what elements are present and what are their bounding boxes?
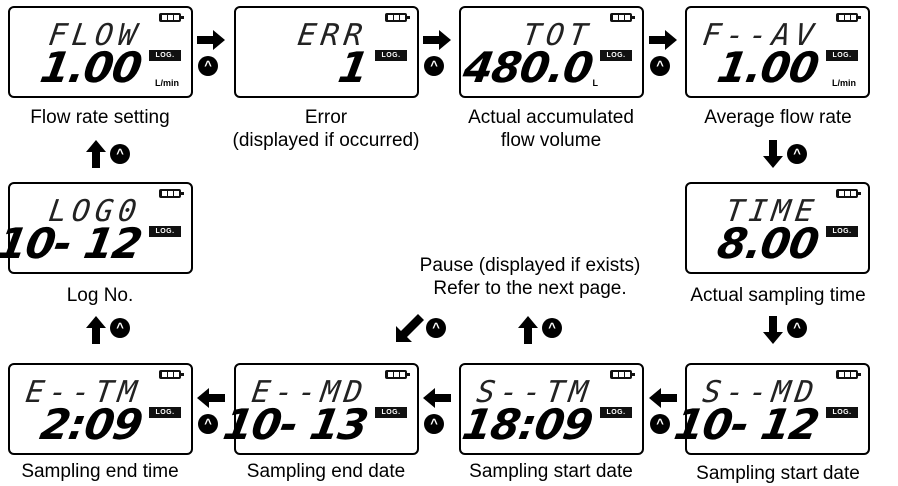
lcd-bottom-value: 2:09 (36, 400, 146, 449)
lcd-bottom-value: 10- 13 (219, 400, 372, 449)
lcd-bottom-value: 1.00 (37, 43, 146, 92)
up-button-icon: ^ (650, 414, 670, 434)
log-indicator: LOG. (149, 50, 181, 61)
battery-icon (159, 370, 184, 379)
up-button-icon: ^ (426, 318, 446, 338)
lcd-unit: L (592, 78, 599, 88)
lcd-bottom-value: 18:09 (458, 400, 597, 449)
up-button-icon: ^ (198, 414, 218, 434)
lcd-start-time: S--TM LOG. 18:09 (459, 363, 644, 455)
arrow-left-icon (197, 388, 225, 408)
label-end-time: Sampling end time (21, 461, 179, 482)
label-total-volume: Actual accumulated flow volume (431, 106, 671, 152)
arrow-left-icon (423, 388, 451, 408)
arrow-right-icon (423, 30, 451, 50)
log-indicator: LOG. (375, 50, 407, 61)
up-button-icon: ^ (787, 144, 807, 164)
lcd-bottom-value: 480.0 (459, 43, 597, 92)
up-button-icon: ^ (787, 318, 807, 338)
label-line: (displayed if occurred) (232, 130, 420, 151)
lcd-start-date: S--MD LOG. 10- 12 (671, 363, 870, 455)
lcd-end-time: E--TM LOG. 2:09 (8, 363, 193, 455)
label-flow-rate: Flow rate setting (30, 107, 170, 128)
lcd-sampling-time: TIME LOG. 8.00 (685, 182, 870, 274)
arrow-down-left-icon (396, 314, 424, 342)
label-line: Refer to the next page. (433, 278, 627, 299)
label-log-number: Log No. (66, 285, 134, 306)
up-button-icon: ^ (110, 318, 130, 338)
battery-icon (385, 370, 410, 379)
arrow-down-icon (763, 316, 783, 344)
log-indicator: LOG. (826, 226, 858, 237)
label-error: Error (displayed if occurred) (206, 106, 446, 152)
lcd-flow-rate: FLOW LOG. 1.00 L/min (8, 6, 193, 98)
lcd-unit: L/min (155, 78, 179, 88)
log-indicator: LOG. (375, 407, 407, 418)
battery-icon (610, 370, 635, 379)
arrow-up-icon (86, 140, 106, 168)
lcd-bottom-value: 10- 12 (670, 400, 823, 449)
battery-icon (159, 189, 184, 198)
label-line: Actual accumulated (468, 107, 634, 128)
lcd-average-flow: F--AV LOG. 1.00 L/min (685, 6, 870, 98)
up-button-icon: ^ (198, 56, 218, 76)
label-end-date: Sampling end date (246, 461, 406, 482)
lcd-bottom-value: 8.00 (714, 219, 823, 268)
label-average-flow: Average flow rate (704, 107, 852, 128)
arrow-left-icon (649, 388, 677, 408)
log-indicator: LOG. (600, 407, 632, 418)
battery-icon (836, 13, 861, 22)
arrow-up-icon (86, 316, 106, 344)
log-indicator: LOG. (149, 407, 181, 418)
lcd-unit: L/min (832, 78, 856, 88)
up-button-icon: ^ (424, 56, 444, 76)
up-button-icon: ^ (542, 318, 562, 338)
label-line: Pause (displayed if exists) (419, 255, 641, 276)
up-button-icon: ^ (424, 414, 444, 434)
lcd-end-date: E--MD LOG. 10- 13 (220, 363, 419, 455)
log-indicator: LOG. (826, 50, 858, 61)
lcd-bottom-value: 1.00 (714, 43, 823, 92)
log-indicator: LOG. (826, 407, 858, 418)
label-pause: Pause (displayed if exists) Refer to the… (390, 254, 670, 300)
lcd-log-number: LOG0 LOG. 10- 12 (0, 182, 193, 274)
label-line: flow volume (500, 130, 602, 151)
up-button-icon: ^ (650, 56, 670, 76)
lcd-bottom-value: 10- 12 (0, 219, 146, 268)
battery-icon (836, 370, 861, 379)
label-start-date: Sampling start date (696, 463, 860, 484)
arrow-down-icon (763, 140, 783, 168)
battery-icon (836, 189, 861, 198)
label-sampling-time: Actual sampling time (690, 285, 866, 306)
battery-icon (159, 13, 184, 22)
label-line: Error (304, 107, 348, 128)
lcd-error: ERR LOG. 1 (234, 6, 419, 98)
battery-icon (610, 13, 635, 22)
battery-icon (385, 13, 410, 22)
log-indicator: LOG. (600, 50, 632, 61)
up-button-icon: ^ (110, 144, 130, 164)
label-start-time: Sampling start date (469, 461, 633, 482)
log-indicator: LOG. (149, 226, 181, 237)
arrow-up-icon (518, 316, 538, 344)
arrow-right-icon (649, 30, 677, 50)
lcd-total-volume: TOT LOG. 480.0 L (459, 6, 644, 98)
arrow-right-icon (197, 30, 225, 50)
